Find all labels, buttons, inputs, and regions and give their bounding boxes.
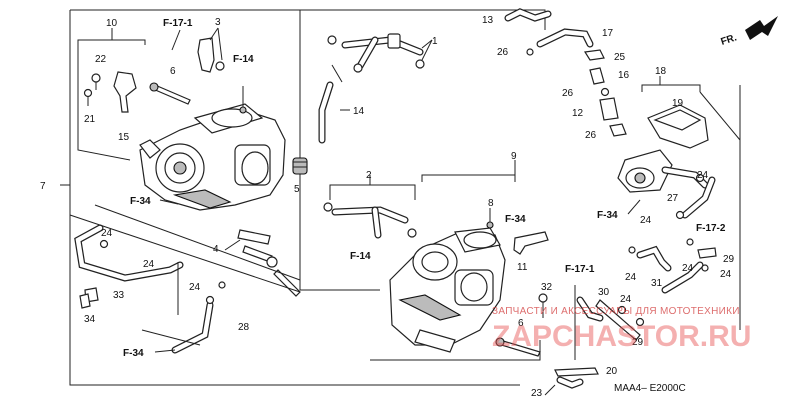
label-24-b: 24 [143,259,155,270]
label-24-h: 24 [720,269,732,280]
label-20: 20 [606,366,618,377]
label-31: 31 [651,278,663,289]
label-24-c: 24 [189,282,201,293]
label-15: 15 [118,132,130,143]
label-16: 16 [618,70,630,81]
label-4: 4 [213,244,219,255]
left-carburetor [139,86,286,211]
top-right-parts [504,8,627,137]
label-19: 19 [672,98,684,109]
ref-f-34-far-right: F-34 [597,210,618,221]
ref-f-34-right: F-34 [505,214,526,225]
label-12: 12 [572,108,584,119]
label-25: 25 [614,52,626,63]
label-17: 17 [602,28,614,39]
label-30: 30 [598,287,610,298]
label-22: 22 [95,54,107,65]
left-lower-hoses [69,204,301,354]
right-carburetor [389,208,506,353]
center-pipes-2 [323,175,417,239]
ref-f-17-2: F-17-2 [696,223,726,234]
front-direction-arrow [745,16,778,40]
label-33: 33 [113,290,125,301]
label-26-b: 26 [562,88,574,99]
left-small-parts [83,37,225,113]
label-6-left: 6 [170,66,176,77]
right-lower-hoses [628,238,717,294]
ref-f-34-bottom: F-34 [123,348,144,359]
label-14: 14 [353,106,365,117]
ref-f-14-center: F-14 [350,251,371,262]
right-small-parts [495,231,645,360]
label-10: 10 [106,18,118,29]
label-24-d: 24 [697,170,709,181]
label-1: 1 [432,36,438,47]
label-29-a: 29 [723,254,735,265]
label-27: 27 [667,193,679,204]
label-7: 7 [40,181,46,192]
ref-f-34-left: F-34 [130,196,151,207]
air-cut-valve [617,76,741,330]
label-29-b: 29 [632,337,644,348]
label-23: 23 [531,388,543,399]
label-21: 21 [84,114,96,125]
ref-f-17-1-right: F-17-1 [565,264,595,275]
label-2: 2 [366,170,372,181]
label-18: 18 [655,66,667,77]
label-13: 13 [482,15,494,26]
bottom-fuel-pipe [544,367,599,396]
label-11: 11 [517,262,528,273]
ref-f-17-1-top: F-17-1 [163,18,193,29]
label-5: 5 [294,184,300,195]
label-24-e: 24 [640,215,652,226]
label-6-right: 6 [518,318,524,329]
label-24-i: 24 [620,294,632,305]
frame-lines [60,9,546,386]
label-28: 28 [238,322,250,333]
label-34: 34 [84,314,96,325]
label-24-f: 24 [625,272,637,283]
label-26-c: 26 [585,130,597,141]
diagram-code: MAA4– E2000C [614,383,686,394]
part-5-grommet [292,157,308,175]
ref-f-14-top: F-14 [233,54,254,65]
ref-fr: FR. [720,32,739,48]
top-center-pipes [318,33,433,144]
part-number-labels: 1 2 3 4 5 6 6 7 8 9 10 11 12 13 14 15 16… [40,15,735,399]
label-32: 32 [541,282,553,293]
reference-labels: F-17-1 F-14 F-34 F-14 F-34 F-17-1 F-34 F… [123,18,738,359]
label-26-a: 26 [497,47,509,58]
label-3: 3 [215,17,221,28]
label-24-g: 24 [682,263,694,274]
label-8: 8 [488,198,494,209]
part-4-jet-set [224,229,301,297]
label-9: 9 [511,151,517,162]
label-24-a: 24 [101,228,113,239]
